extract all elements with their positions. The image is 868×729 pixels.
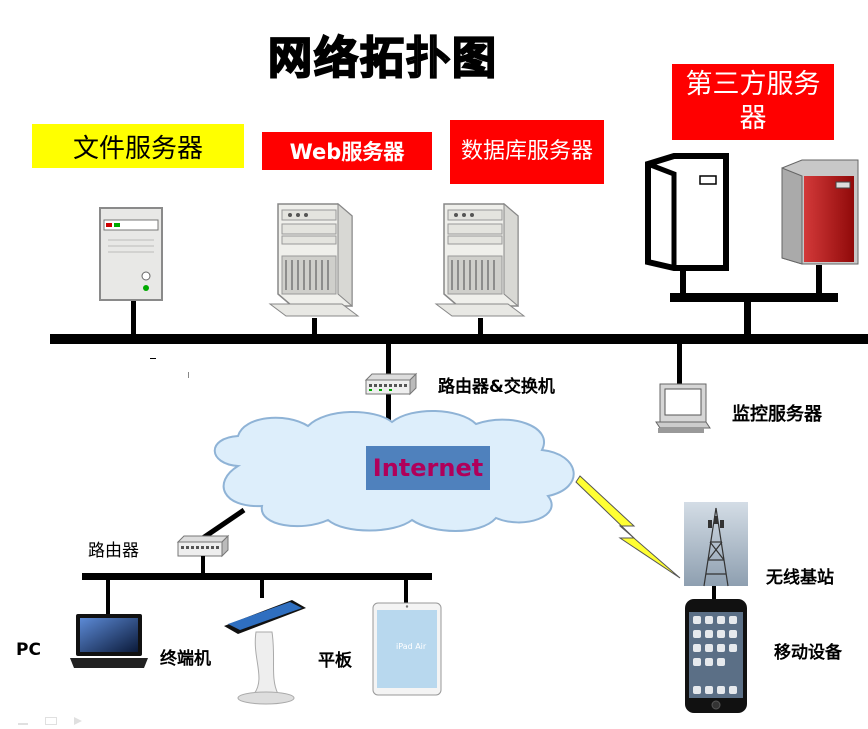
third-party-host-red-icon [781,159,859,265]
third-party-bus [670,293,838,302]
pc-label: PC [16,640,41,660]
mobile-phone-icon [685,599,747,713]
lower-router-icon [176,534,230,558]
monitor-server-link [677,342,682,384]
monitor-server-icon [655,383,711,433]
diagram-title: 网络拓扑图 [267,32,498,85]
base-station-icon [684,502,748,587]
db-server-icon [434,202,526,317]
cloud-router-link [198,507,246,543]
mobile-label: 移动设备 [774,643,842,663]
main-bus [50,334,868,344]
internet-label: Internet [366,446,490,490]
third-party-link-left [680,270,686,295]
pc-link [106,578,110,614]
monitor-server-label: 监控服务器 [732,404,822,425]
third-party-link-right [816,265,822,295]
third-party-host-icon [645,153,729,271]
web-server-link [312,318,317,336]
router-switch-label: 路由器&交换机 [438,377,555,397]
terminal-link [260,578,264,598]
terminal-kiosk-icon [224,600,306,705]
tablet-screen-text: iPad Air [396,642,427,651]
lower-router-label: 路由器 [88,541,139,561]
tablet-icon [372,602,442,696]
terminal-label: 终端机 [160,649,211,669]
third-party-label: 第三方服务器 [672,64,834,140]
file-server-icon [99,207,163,301]
small-dash-2 [188,372,189,378]
web-server-icon [268,202,360,317]
db-server-label: 数据库服务器 [450,120,604,184]
tablet-link [404,578,408,604]
small-dash [150,358,156,359]
router-switch-icon [364,372,418,396]
web-server-label: Web服务器 [262,132,432,170]
third-party-link-main [744,300,751,336]
file-server-link [131,300,136,336]
file-server-label: 文件服务器 [32,124,244,168]
lower-bus [82,573,432,580]
tablet-label: 平板 [318,651,352,671]
lower-router-link [201,556,205,574]
pc-laptop-icon [70,614,148,668]
wireless-link-bolt [575,475,681,579]
base-station-label: 无线基站 [766,568,834,588]
base-station-mobile-link [712,586,716,600]
db-server-link [478,318,483,336]
slide-control-icons [18,710,98,725]
